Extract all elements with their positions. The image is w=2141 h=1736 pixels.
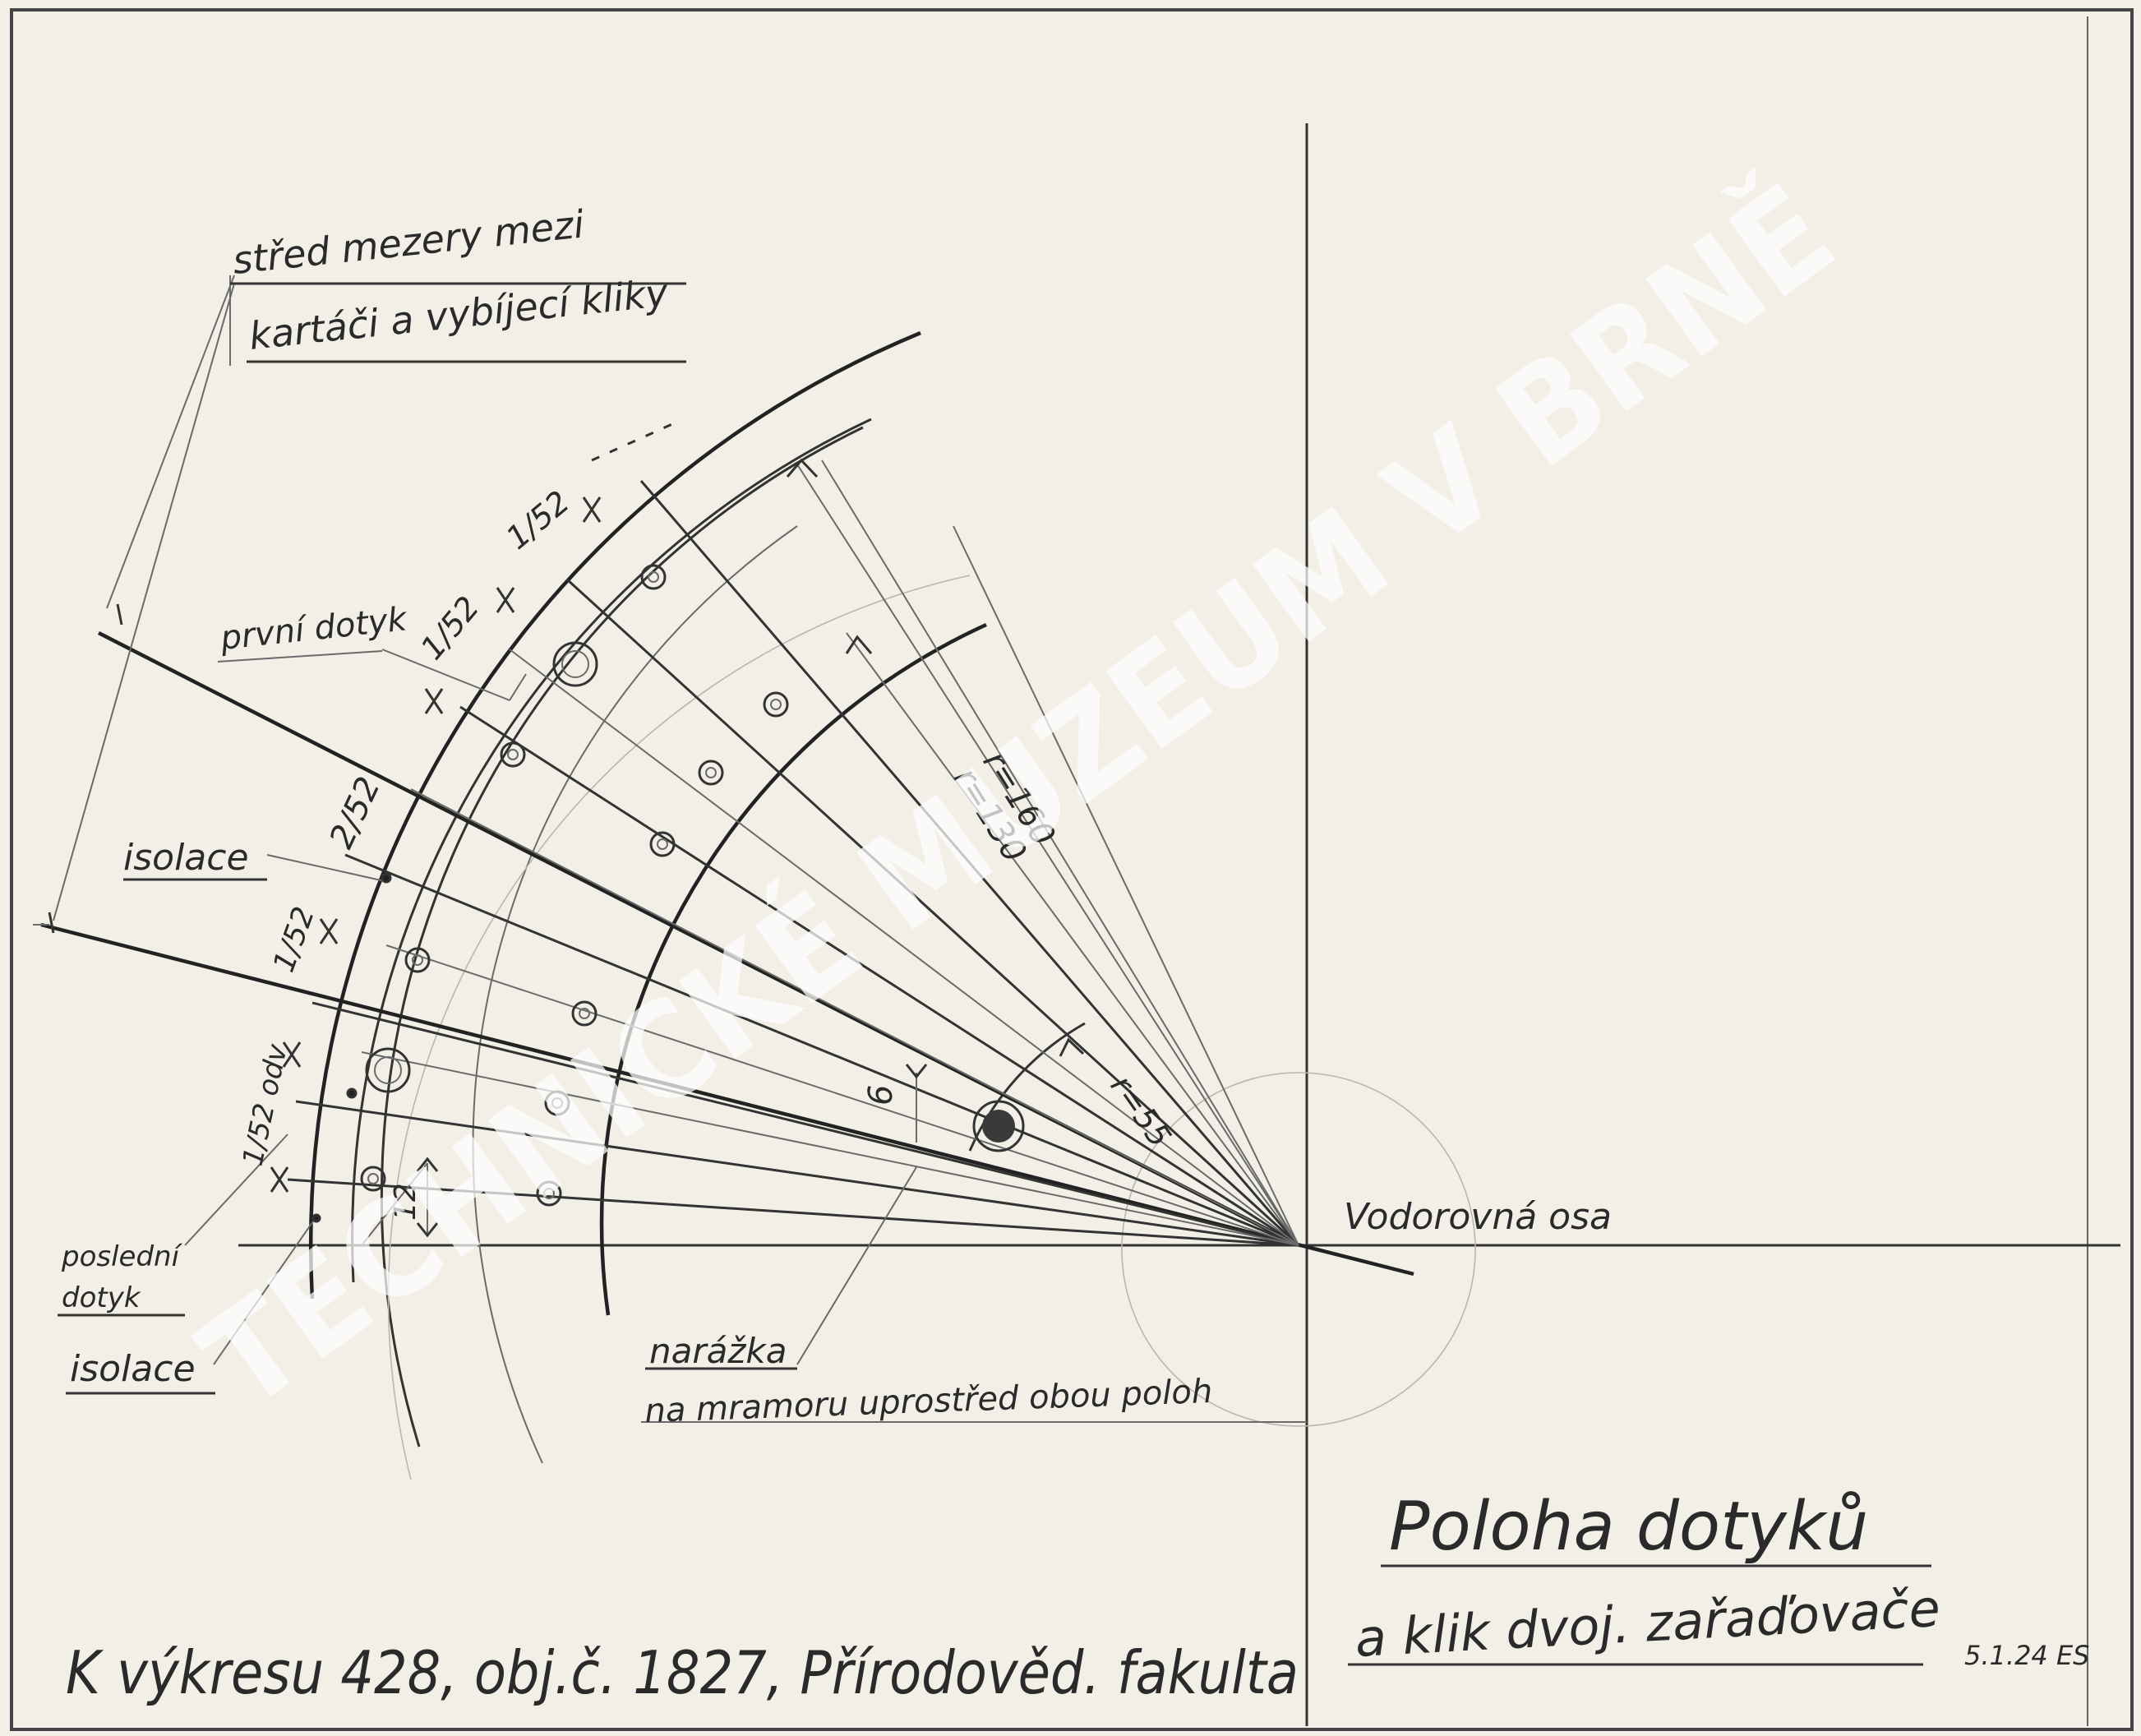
stop-label-1: narážka (649, 1331, 787, 1371)
leaders (33, 275, 1307, 1423)
dim-ticks (48, 603, 392, 1223)
contact-studs (360, 564, 1025, 1207)
stud (360, 1166, 386, 1192)
stud (763, 691, 789, 718)
arc-r160-outer (308, 330, 921, 1300)
stop-stud (972, 1100, 1025, 1152)
arc-r130 (380, 426, 864, 1447)
stud (640, 564, 667, 590)
stud (571, 1000, 598, 1027)
drawing-title-1: Poloha dotyků (1389, 1488, 1868, 1566)
faint-circle (1121, 1072, 1476, 1427)
insulation-upper-label: isolace (123, 837, 249, 879)
last-contact-label-1: poslední (61, 1240, 183, 1273)
stud (404, 947, 431, 973)
arc-r130-inner (599, 622, 987, 1316)
arrowheads (416, 458, 1085, 1238)
stud (536, 1180, 562, 1207)
stud-large (365, 1047, 411, 1093)
drawing-reference: K výkresu 428, obj.č. 1827, Přírodověd. … (66, 1638, 1299, 1707)
stud (698, 760, 724, 786)
dim-6: 6 (862, 1085, 900, 1106)
arc-pitch (472, 525, 798, 1464)
last-contact-label-2: dotyk (62, 1281, 141, 1314)
border-frame (10, 8, 2134, 1731)
arc-r160 (351, 418, 872, 1283)
stud-large (552, 641, 598, 687)
dim-12: 12 (389, 1183, 422, 1221)
faint-arc-outer (387, 575, 971, 1480)
insulation-lower-label: isolace (70, 1348, 196, 1390)
dashed-continuation (591, 422, 675, 462)
cross-marks (270, 496, 602, 1193)
signature: 5.1.24 ES (1964, 1640, 2089, 1671)
horizontal-axis-label: Vodorovná osa (1344, 1196, 1612, 1238)
stud (544, 1090, 570, 1116)
radial-lines (40, 459, 1414, 1277)
stud (649, 831, 676, 857)
stud (500, 741, 526, 768)
